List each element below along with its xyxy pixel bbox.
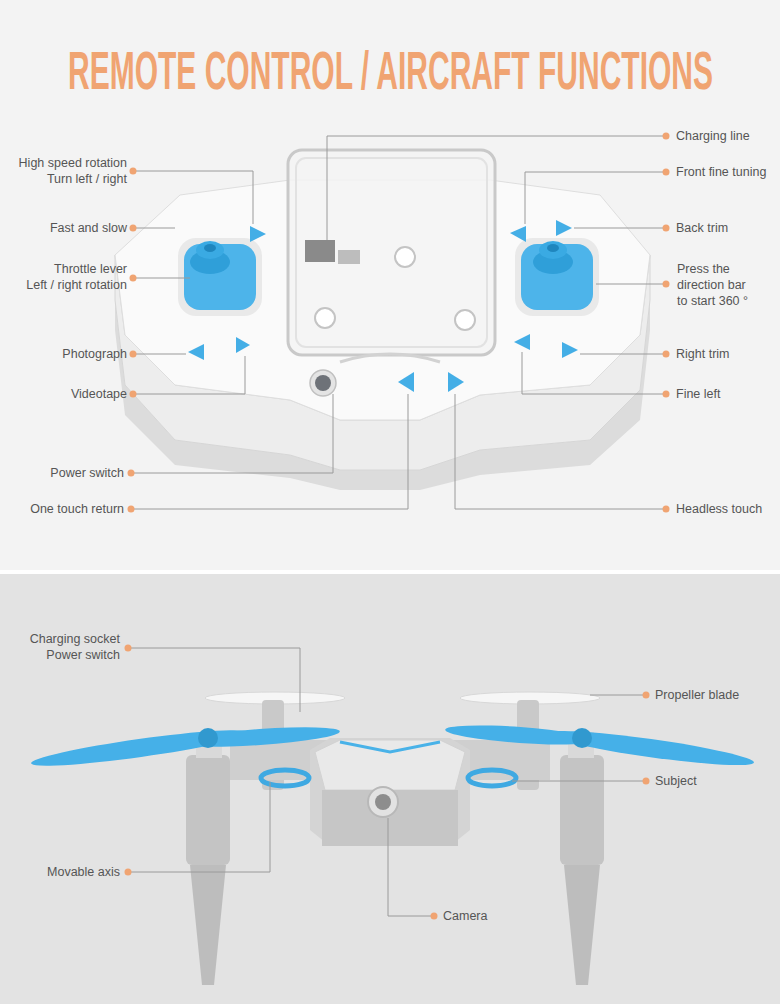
callout-label: Power switch: [50, 465, 124, 481]
label-line: Turn left / right: [19, 171, 127, 187]
label-line: Left / right rotation: [26, 277, 127, 293]
label-line: Charging socket: [30, 631, 120, 647]
callout-label: Propeller blade: [655, 687, 739, 703]
callout-label: High speed rotation Turn left / right: [19, 155, 127, 187]
label-line: Throttle lever: [26, 261, 127, 277]
title: REMOTE CONTROL / AIRCRAFT FUNCTIONS: [68, 40, 713, 100]
callout-label: Front fine tuning: [676, 164, 766, 180]
callout-label: Throttle lever Left / right rotation: [26, 261, 127, 293]
callout-label: Right trim: [676, 346, 729, 362]
top-panel: [0, 0, 780, 570]
callout-label: Charging socket Power switch: [30, 631, 120, 663]
callout-label: Headless touch: [676, 501, 762, 517]
callout-label: Back trim: [676, 220, 728, 236]
callout-label: Movable axis: [47, 864, 120, 880]
label-line: High speed rotation: [19, 155, 127, 171]
callout-label: Photograph: [62, 346, 127, 362]
callout-label: Charging line: [676, 128, 750, 144]
drone: [30, 692, 755, 985]
label-line: to start 360 °: [677, 293, 748, 309]
callout-label: Videotape: [71, 386, 127, 402]
callout-label: Fast and slow: [50, 220, 127, 236]
leader-lines: [128, 136, 666, 916]
label-line: Press the: [677, 261, 748, 277]
callout-dots: [125, 133, 670, 920]
bottom-panel: [0, 574, 780, 1004]
callout-label: Press the direction bar to start 360 °: [677, 261, 748, 309]
panel-gap: [0, 570, 780, 574]
callout-label: Fine left: [676, 386, 720, 402]
callout-label: One touch return: [30, 501, 124, 517]
label-line: Power switch: [30, 647, 120, 663]
callout-label: Subject: [655, 773, 697, 789]
remote-controller: [115, 150, 650, 490]
label-line: direction bar: [677, 277, 748, 293]
callout-label: Camera: [443, 908, 487, 924]
